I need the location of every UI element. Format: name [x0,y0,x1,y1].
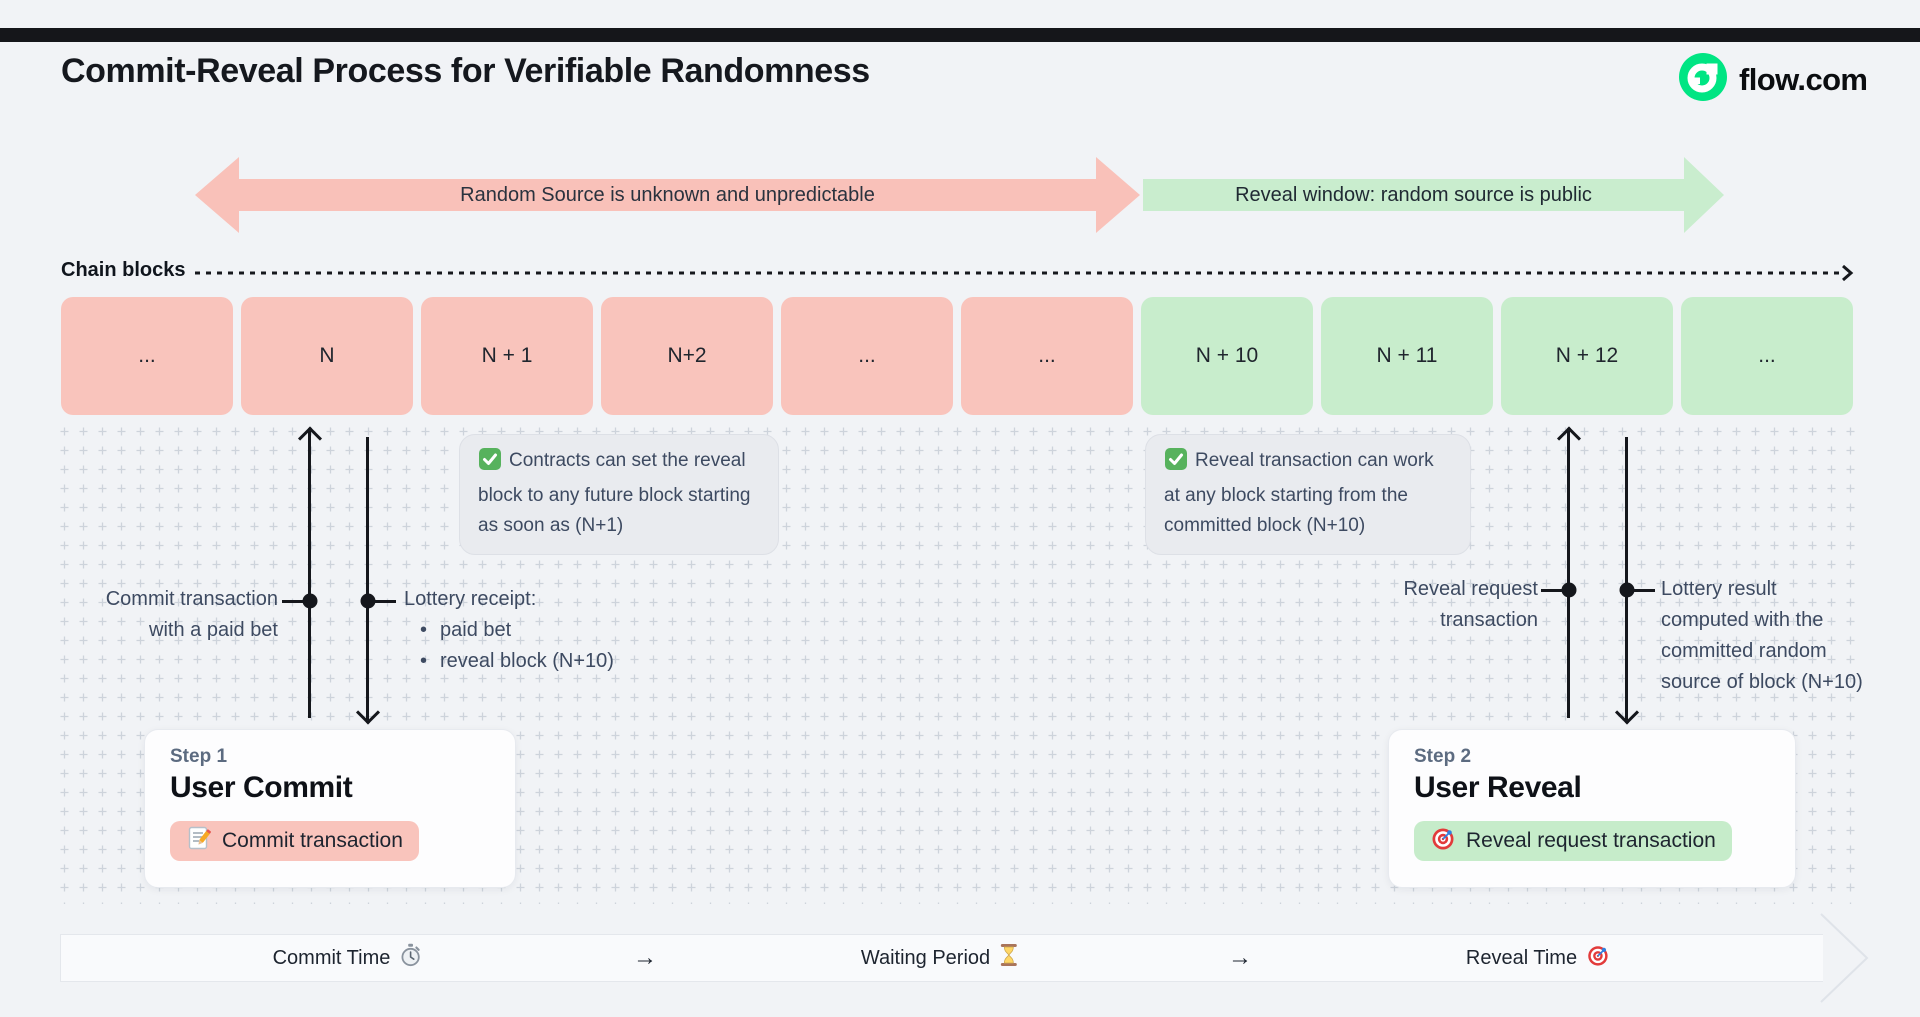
connector-tick [1634,589,1655,592]
block-label: ... [858,344,876,367]
note-line: with a paid bet [149,619,278,641]
step2-eyebrow: Step 2 [1414,746,1472,767]
hourglass-icon [999,943,1019,973]
reveal-window-label: Reveal window: random source is public [1235,183,1592,206]
note-line: transaction [1440,609,1538,631]
commit-callout: Contracts can set the reveal block to an… [459,434,779,555]
timeline-reveal-time: Reveal Time [1466,934,1610,982]
block-label: N + 12 [1555,344,1619,367]
chain-timeline-dotted-arrow [195,264,1854,282]
reveal-window-banner: Reveal window: random source is public [1143,157,1724,233]
step2-card: Step 2 User Reveal Reveal request transa… [1388,729,1796,888]
timeline-label: Reveal Time [1465,946,1578,969]
step1-eyebrow: Step 1 [170,746,228,767]
block-label: N [319,344,335,367]
reveal-callout-text: Reveal transaction can work at any block… [1164,450,1434,536]
target-icon [1586,943,1610,973]
chain-block: N + 1 [421,297,593,415]
chain-block: N + 11 [1321,297,1493,415]
bullet-icon: • [420,650,428,672]
block-label: N + 11 [1376,344,1438,367]
block-label: ... [138,344,156,367]
check-icon [478,447,502,481]
result-down-arrow [1625,437,1628,720]
timeline-arrow: → [633,944,657,971]
window-top-edge [0,28,1920,42]
chain-block: ... [61,297,233,415]
note-line: Lottery result [1661,578,1777,600]
connector-tick [282,600,303,603]
commit-transaction-note: Commit transaction with a paid bet [60,584,278,646]
timeline-label: Commit Time [272,946,391,969]
flow-logo-icon [1679,53,1727,106]
commit-transaction-badge-label: Commit transaction [222,829,403,852]
note-line: Reveal request [1403,578,1538,600]
chain-block: N [241,297,413,415]
connector-dot [1561,582,1577,598]
stopwatch-icon [399,943,421,973]
connector-dot [1619,582,1635,598]
block-label: N + 10 [1195,344,1259,367]
commit-up-arrow [308,431,311,718]
reveal-request-note: Reveal request transaction [1320,574,1538,636]
connector-tick [375,600,396,603]
block-label: N + 1 [481,344,533,367]
chain-block: N + 10 [1141,297,1313,415]
page-title: Commit-Reveal Process for Verifiable Ran… [61,52,870,90]
note-line: Commit transaction [105,588,278,610]
reveal-request-badge: Reveal request transaction [1414,821,1732,861]
note-line: committed random [1661,640,1827,662]
timeline-arrow: → [1228,944,1252,971]
connector-dot [360,593,376,609]
commit-transaction-badge: Commit transaction [170,821,419,861]
unpredictable-phase-label: Random Source is unknown and unpredictab… [460,183,875,206]
connector-tick [1541,589,1562,592]
unpredictable-phase-banner: Random Source is unknown and unpredictab… [195,157,1140,233]
note-title: Lottery receipt: [404,588,537,610]
receipt-down-arrow [366,437,369,720]
note-line: computed with the [1661,609,1824,631]
chain-blocks-label: Chain blocks [61,259,186,281]
lottery-receipt-note: Lottery receipt: •paid bet •reveal block… [404,584,664,677]
timeline-commit-time: Commit Time [273,934,422,982]
note-line: source of block (N+10) [1661,671,1863,693]
connector-dot [302,593,318,609]
lottery-result-note: Lottery result computed with the committ… [1661,574,1896,698]
reveal-request-badge-label: Reveal request transaction [1466,829,1716,852]
bullet-icon: • [420,619,428,641]
memo-icon [186,825,212,857]
target-icon [1430,825,1456,857]
check-icon [1164,447,1188,481]
block-label: ... [1758,344,1776,367]
reveal-up-arrow [1567,431,1570,718]
commit-callout-text: Contracts can set the reveal block to an… [478,450,751,536]
block-label: ... [1038,344,1056,367]
receipt-bullet: •reveal block (N+10) [404,646,664,677]
step1-card: Step 1 User Commit Commit transaction [144,729,516,888]
chain-block: ... [961,297,1133,415]
timeline-waiting-period: Waiting Period [861,934,1019,982]
receipt-bullet: •paid bet [404,615,664,646]
chain-block: N + 12 [1501,297,1673,415]
reveal-callout: Reveal transaction can work at any block… [1145,434,1471,555]
step2-title: User Reveal [1414,771,1582,804]
chain-block: ... [1681,297,1853,415]
phase-timeline-bar [60,934,1823,982]
chain-block: N+2 [601,297,773,415]
chain-block: ... [781,297,953,415]
brand-label: flow.com [1739,61,1868,97]
step1-title: User Commit [170,771,353,804]
timeline-arrowhead [1820,913,1869,1003]
timeline-label: Waiting Period [860,946,991,969]
block-label: N+2 [667,344,707,367]
brand-logo[interactable]: flow.com [1679,53,1868,106]
